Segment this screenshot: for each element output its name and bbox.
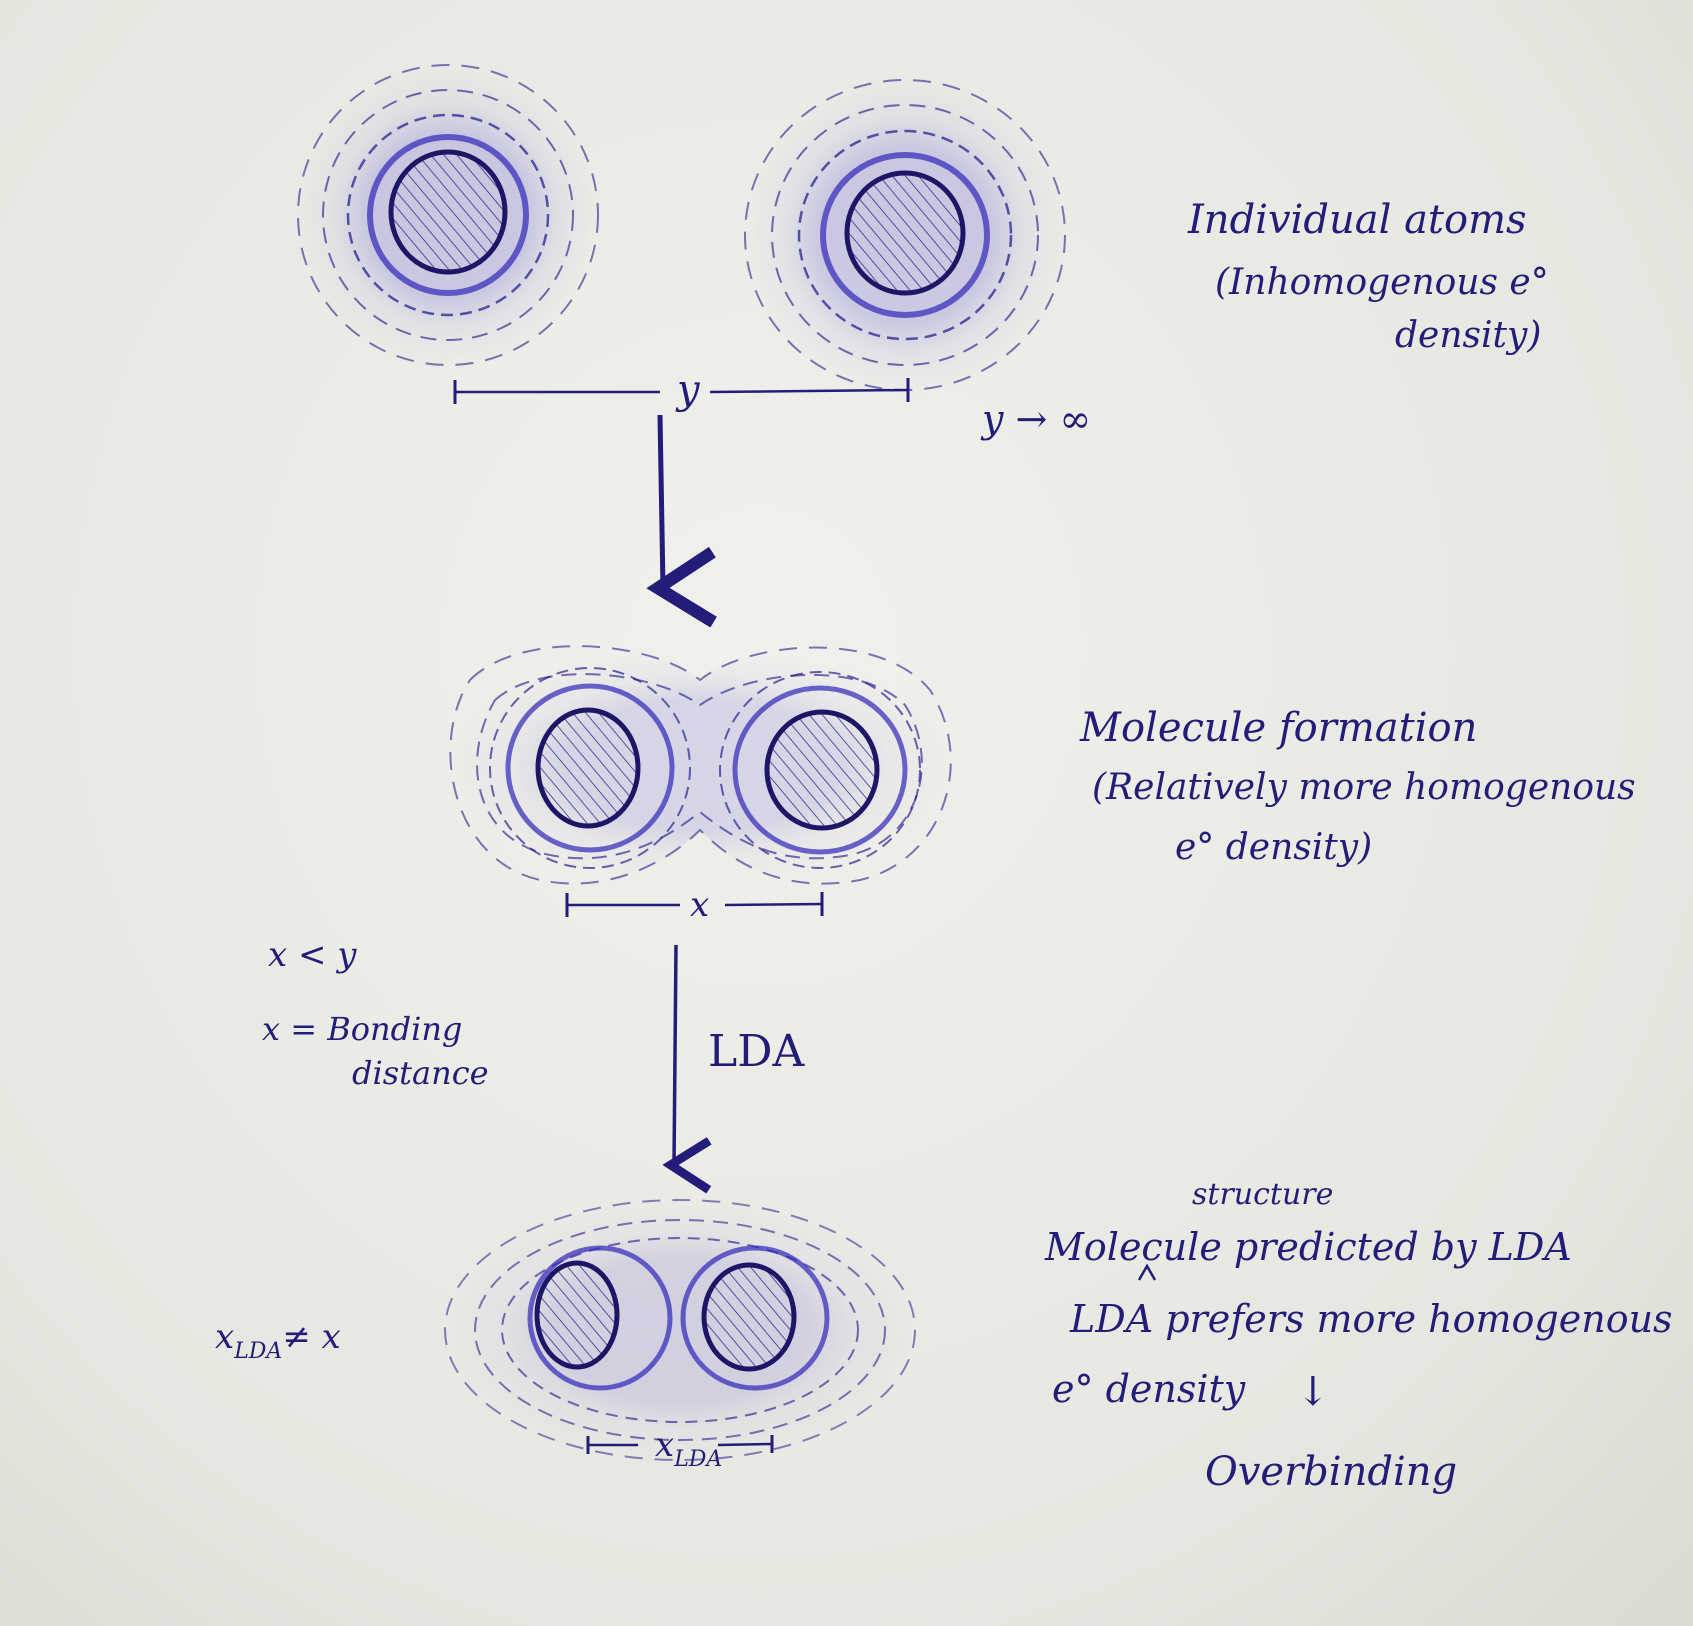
x-lda-main: x: [215, 1317, 235, 1357]
electron-cloud-dense-ring: [527, 1245, 673, 1391]
molecule-cloud-ring: [501, 1237, 859, 1423]
individual-atoms-description-cont: density): [1395, 315, 1542, 356]
molecule-cloud-ring: [476, 673, 923, 860]
implies-arrow: ↓: [1296, 1369, 1330, 1415]
molecule-cloud-ring: [449, 645, 952, 885]
molecule-formation-description: (Relatively more homogenous: [1092, 767, 1636, 808]
electron-cloud-ring: [346, 113, 550, 317]
electron-cloud-ring: [797, 129, 1013, 341]
lda-molecule-label: Molecule predicted by LDA: [1045, 1225, 1572, 1269]
overbinding-label: Overbinding: [1205, 1449, 1458, 1495]
stage-individual-atoms: [297, 64, 1066, 404]
electron-cloud-dense-ring: [732, 685, 908, 855]
not-equal-x: ≠ x: [282, 1317, 341, 1357]
dimension-x-lda: [586, 1435, 774, 1454]
atom-nucleus-left: [535, 707, 641, 829]
bonding-distance-definition-cont: distance: [352, 1054, 489, 1092]
electron-cloud-dense-ring: [680, 1245, 830, 1391]
dimension-y: [453, 378, 910, 404]
individual-atoms-description: (Inhomogenous e°: [1215, 262, 1549, 303]
transition-arrow-1: [660, 414, 663, 588]
transition-arrow-2: [674, 944, 676, 1165]
caret-inserted-word: structure: [1192, 1177, 1334, 1212]
atom-nucleus-right: [764, 709, 880, 831]
lda-density-label: e° density: [1052, 1367, 1246, 1411]
electron-cloud-ring: [322, 89, 574, 341]
dimension-line-right: [717, 1442, 773, 1447]
lda-preference-label: LDA prefers more homogenous: [1070, 1297, 1673, 1341]
dimension-x-label: x: [690, 885, 710, 925]
x-less-than-y: x < y: [268, 935, 357, 975]
dimension-x-lda-subscript: LDA: [674, 1447, 723, 1472]
electron-cloud-dense-ring: [505, 683, 675, 853]
dimension-line-right: [724, 902, 823, 907]
atom-left: [297, 64, 599, 366]
dimension-y-label: y: [677, 367, 700, 413]
atom-right: [744, 75, 1066, 395]
atom-nucleus: [844, 170, 966, 296]
individual-atoms-label: Individual atoms: [1188, 197, 1527, 243]
molecule-formation-description-cont: e° density): [1175, 827, 1373, 868]
stage-lda-molecule: [444, 1199, 1157, 1461]
x-lda-subscript: LDA: [234, 1339, 283, 1364]
electron-cloud-dense-ring: [367, 134, 529, 296]
electron-cloud-ring: [489, 667, 691, 869]
atom-nucleus: [388, 149, 508, 275]
dimension-x-lda-main: x: [655, 1425, 675, 1465]
electron-cloud-ring: [771, 104, 1039, 366]
molecule-cloud-ring: [474, 1219, 886, 1441]
stage-molecule-formation: [449, 645, 952, 917]
bonding-distance-definition: x = Bonding: [262, 1010, 463, 1048]
atom-nucleus-left: [534, 1260, 620, 1370]
dimension-x: [565, 892, 824, 917]
dimension-x-lda-label: xLDA: [655, 1428, 722, 1471]
lda-transition-label: LDA: [708, 1026, 805, 1077]
x-lda-not-equal-x: xLDA≠ x: [215, 1320, 341, 1363]
atom-nucleus-right: [701, 1262, 797, 1372]
electron-cloud-dense-ring: [820, 152, 990, 318]
y-limit-label: y → ∞: [982, 397, 1092, 441]
molecule-cloud-ring: [444, 1199, 916, 1461]
electron-cloud-ring: [719, 671, 921, 869]
molecule-formation-label: Molecule formation: [1080, 705, 1478, 751]
electron-cloud-ring: [297, 64, 599, 366]
dimension-line-right: [709, 388, 909, 394]
molecule-cloud-glow: [445, 1200, 915, 1460]
caret-insertion-mark: [1137, 1263, 1157, 1281]
